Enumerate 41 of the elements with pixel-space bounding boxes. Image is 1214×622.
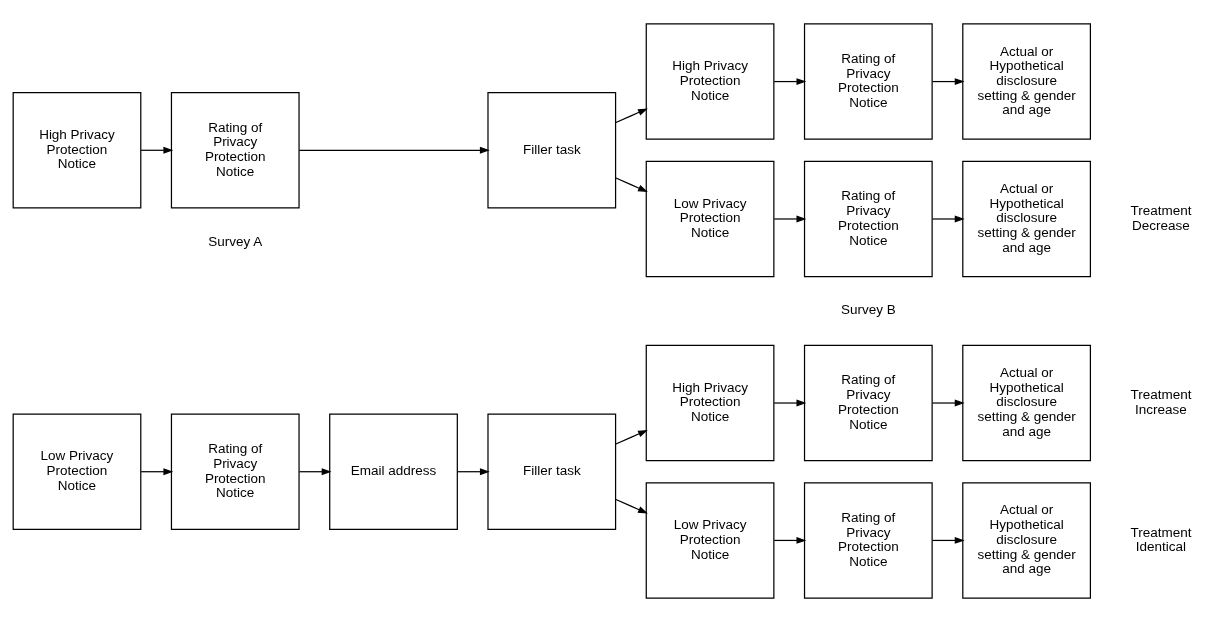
node-box: Low Privacy Protection Notice: [645, 482, 775, 599]
arrow: [615, 177, 648, 193]
label: Treatment Identical: [1130, 524, 1192, 555]
arrow: [298, 468, 332, 476]
arrow: [298, 146, 490, 154]
arrow: [931, 215, 965, 223]
node-box: Rating of Privacy Protection Notice: [803, 482, 933, 599]
node-box: Rating of Privacy Protection Notice: [803, 160, 933, 278]
node-box: Actual or Hypothetical disclosure setting & gender and age: [962, 482, 1091, 599]
arrow: [773, 78, 807, 85]
node-box: Low Privacy Protection Notice: [645, 160, 775, 278]
node-box: Low Privacy Protection Notice: [12, 413, 142, 530]
arrow: [615, 429, 648, 445]
arrow: [773, 215, 807, 223]
node-box: Rating of Privacy Protection Notice: [170, 92, 300, 209]
node-box: Actual or Hypothetical disclosure setting & gender and age: [962, 23, 1091, 140]
arrow: [140, 468, 174, 476]
node-box: Filler task: [487, 413, 617, 530]
node-box: Filler task: [487, 92, 617, 209]
node-box: High Privacy Protection Notice: [12, 92, 142, 209]
arrow: [931, 78, 965, 85]
node-box: High Privacy Protection Notice: [645, 23, 775, 140]
label: Survey B: [840, 302, 896, 318]
node-box: Rating of Privacy Protection Notice: [803, 23, 933, 140]
arrow: [615, 498, 648, 514]
node-box: Actual or Hypothetical disclosure setting & gender and age: [962, 344, 1091, 462]
label: Treatment Increase: [1130, 387, 1192, 417]
label: Survey A: [208, 233, 263, 249]
arrow: [931, 537, 965, 544]
arrow: [931, 399, 965, 407]
arrow: [457, 468, 490, 476]
label: Treatment Decrease: [1130, 203, 1192, 233]
node-box: Actual or Hypothetical disclosure setting & gender and age: [962, 160, 1091, 278]
arrow: [773, 399, 807, 407]
node-box: Rating of Privacy Protection Notice: [170, 413, 300, 530]
arrow: [773, 537, 807, 544]
node-box: Rating of Privacy Protection Notice: [803, 344, 933, 462]
arrow: [615, 108, 648, 124]
arrow: [140, 146, 174, 154]
node-box: Email address: [329, 413, 458, 530]
node-box: High Privacy Protection Notice: [645, 344, 775, 462]
